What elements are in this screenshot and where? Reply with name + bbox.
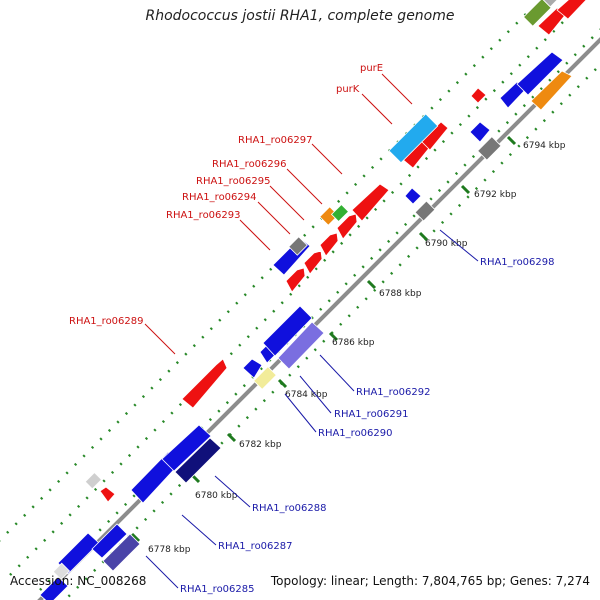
leader-lines-reverse <box>145 229 479 589</box>
gene-label-pure[interactable]: purE <box>360 63 383 74</box>
gene-box-lightgrey[interactable] <box>84 471 103 490</box>
scale-label: 6792 kbp <box>474 190 517 200</box>
scale-tick <box>418 231 429 242</box>
genome-backbone <box>37 37 600 600</box>
leader-line <box>286 168 323 205</box>
gene-labels-forward: purE purK RHA1_ro06297 RHA1_ro06296 RHA1… <box>69 63 383 327</box>
leader-line <box>145 555 179 589</box>
inner-left-dotted-line <box>9 0 587 576</box>
gene-arrow-navy[interactable] <box>174 437 222 484</box>
leader-line <box>214 475 251 508</box>
scale-ticks <box>130 135 517 543</box>
leader-line <box>299 375 332 414</box>
outer-left-dotted-line <box>0 9 531 542</box>
leader-line <box>319 354 355 392</box>
scale-label: 6784 kbp <box>285 390 328 400</box>
gene-label-ro06290[interactable]: RHA1_ro06290 <box>318 428 393 439</box>
gene-arrow-red[interactable] <box>99 486 116 503</box>
scale-label: 6794 kbp <box>523 141 566 151</box>
gene-label-ro06287[interactable]: RHA1_ro06287 <box>218 541 293 552</box>
leader-line <box>269 185 305 221</box>
scale-label: 6790 kbp <box>425 239 468 249</box>
gene-arrow-red[interactable] <box>336 213 358 240</box>
gene-label-ro06289[interactable]: RHA1_ro06289 <box>69 316 144 327</box>
scale-tick <box>130 532 141 543</box>
gene-arrow-slate[interactable] <box>102 533 141 572</box>
genes-lower <box>39 121 502 600</box>
scale-tick <box>277 378 288 389</box>
gene-arrow-red[interactable] <box>285 267 306 293</box>
leader-line <box>439 229 479 262</box>
gene-arrow-blue[interactable] <box>262 305 313 357</box>
gene-label-ro06288[interactable]: RHA1_ro06288 <box>252 503 327 514</box>
gene-arrow-red[interactable] <box>303 250 323 275</box>
gene-box-paleyellow[interactable] <box>253 366 277 390</box>
gene-arrow-red[interactable] <box>470 87 487 104</box>
gene-box-green[interactable] <box>330 203 350 223</box>
page-title: Rhodococcus jostii RHA1, complete genome <box>145 8 455 24</box>
scale-tick <box>460 184 471 195</box>
gene-arrow-red[interactable] <box>319 232 339 257</box>
gene-arrow-blue[interactable] <box>91 523 128 559</box>
gene-arrow-blue[interactable] <box>39 576 69 600</box>
gene-arrow-red[interactable] <box>556 0 588 20</box>
gene-arrow-red[interactable] <box>351 183 390 222</box>
gene-arrow-red[interactable] <box>181 358 228 409</box>
leader-line <box>144 323 176 355</box>
gene-box-grey[interactable] <box>414 200 436 222</box>
scale-label: 6780 kbp <box>195 491 238 501</box>
leader-line <box>284 393 317 433</box>
gene-label-ro06294[interactable]: RHA1_ro06294 <box>182 192 257 203</box>
leader-line <box>361 93 393 125</box>
gene-arrow-blue[interactable] <box>404 187 422 205</box>
scale-labels: 6778 kbp 6780 kbp 6782 kbp 6784 kbp 6786… <box>148 141 566 555</box>
gene-label-ro06292[interactable]: RHA1_ro06292 <box>356 387 431 398</box>
gene-arrow-blue[interactable] <box>469 121 491 143</box>
gene-arrow-orange[interactable] <box>530 70 573 111</box>
scale-label: 6788 kbp <box>379 289 422 299</box>
genome-summary-text: Topology: linear; Length: 7,804,765 bp; … <box>270 574 590 588</box>
scale-tick <box>506 135 517 146</box>
gene-label-ro06297[interactable]: RHA1_ro06297 <box>238 135 313 146</box>
gene-label-purk[interactable]: purK <box>336 84 360 95</box>
gene-box-grey[interactable] <box>288 236 308 256</box>
scale-tick <box>366 279 377 290</box>
leader-lines-forward <box>144 73 413 355</box>
scale-label: 6778 kbp <box>148 545 191 555</box>
gene-labels-reverse: RHA1_ro06298 RHA1_ro06292 RHA1_ro06291 R… <box>180 257 555 595</box>
gene-label-ro06293[interactable]: RHA1_ro06293 <box>166 210 241 221</box>
gene-box-orange[interactable] <box>319 206 339 226</box>
gene-label-ro06296[interactable]: RHA1_ro06296 <box>212 159 287 170</box>
gene-box-lightgrey[interactable] <box>52 562 71 581</box>
leader-line <box>257 201 291 235</box>
gene-label-ro06298[interactable]: RHA1_ro06298 <box>480 257 555 268</box>
gene-box-grey[interactable] <box>477 136 502 161</box>
scale-tick <box>226 432 237 443</box>
accession-text: Accession: NC_008268 <box>10 574 147 588</box>
gene-label-ro06295[interactable]: RHA1_ro06295 <box>196 176 271 187</box>
leader-line <box>381 73 413 105</box>
gene-label-ro06291[interactable]: RHA1_ro06291 <box>334 409 409 420</box>
scale-label: 6786 kbp <box>332 338 375 348</box>
genes-upper <box>84 0 588 503</box>
leader-line <box>181 514 217 546</box>
gene-arrow-blue[interactable] <box>516 51 564 96</box>
gene-box-grey[interactable] <box>542 0 560 8</box>
leader-line <box>311 143 343 175</box>
leader-line <box>239 219 271 251</box>
scale-label: 6782 kbp <box>239 440 282 450</box>
gene-box-cyan[interactable] <box>388 113 439 164</box>
gene-arrow-blue[interactable] <box>242 358 263 379</box>
gene-arrow-slate[interactable] <box>277 321 325 370</box>
gene-label-ro06285[interactable]: RHA1_ro06285 <box>180 584 255 595</box>
scale-tick <box>328 331 339 342</box>
gene-arrow-blue[interactable] <box>161 424 212 472</box>
